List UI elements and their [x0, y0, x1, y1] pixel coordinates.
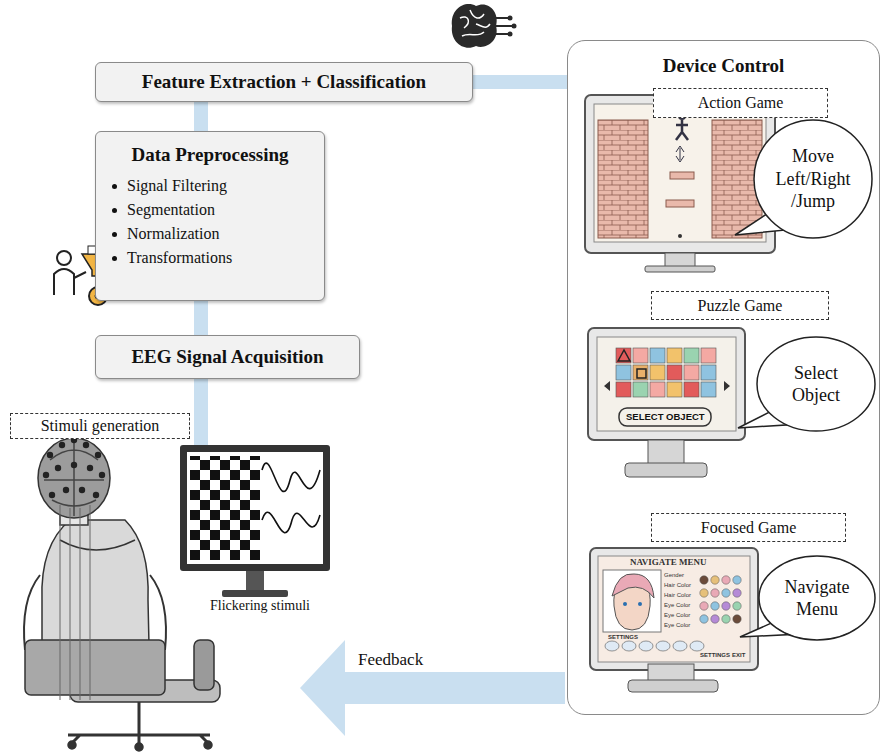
- bullet-dot: [112, 184, 117, 189]
- dashed-label-box: Focused Game: [651, 513, 846, 542]
- feedback-arrow: [300, 640, 565, 736]
- connector-bar: [194, 102, 208, 131]
- node-title: Device Control: [568, 55, 879, 77]
- node-title: Move Left/Right /Jump: [767, 145, 859, 213]
- bubble-outline: [756, 336, 876, 432]
- node-title: Feature Extraction + Classification: [142, 71, 426, 93]
- connector-bar: [194, 301, 208, 335]
- node-title: Stimuli generation: [41, 417, 160, 435]
- device-control-panel: Device ControlAction GameMove Left/Right…: [567, 40, 880, 715]
- speech-bubble: Move Left/Right /Jump: [753, 119, 873, 239]
- node-title: EEG Signal Acquisition: [131, 346, 323, 368]
- bullet-item: Signal Filtering: [108, 174, 227, 198]
- bullet-dot: [112, 232, 117, 237]
- dashed-label-box: Puzzle Game: [651, 291, 829, 320]
- node-title: Data Preprocessing: [131, 144, 288, 166]
- connector-bar: [473, 75, 567, 89]
- bullet-item: Segmentation: [108, 198, 215, 222]
- speech-bubble: Navigate Menu: [758, 555, 876, 641]
- dashed-label-box: Stimuli generation: [10, 413, 190, 439]
- node-title: Navigate Menu: [771, 576, 863, 621]
- node-title: Focused Game: [701, 519, 797, 537]
- person-in-chair: [24, 438, 220, 751]
- screen-text: SELECT OBJECT: [626, 411, 705, 422]
- screen-text: Hair Color: [664, 592, 691, 598]
- stimuli-monitor: [180, 445, 330, 597]
- signal-bar: [194, 378, 208, 446]
- node-title: Select Object: [770, 362, 862, 407]
- screen-text: Eye Color: [664, 622, 690, 628]
- process-box: Feature Extraction + Classification: [95, 62, 473, 102]
- focused-game-monitor: [590, 548, 758, 692]
- node-title: Puzzle Game: [698, 297, 783, 315]
- caption-label: Flickering stimuli: [210, 598, 310, 614]
- screen-text: NAVIGATE MENU: [630, 557, 706, 567]
- bubble-outline: [758, 555, 876, 641]
- screen-text: Gender: [664, 572, 684, 578]
- brain-icon: [452, 4, 517, 48]
- bullet-dot: [112, 208, 117, 213]
- screen-text: EXIT: [732, 652, 745, 658]
- node-title: Action Game: [698, 94, 784, 112]
- screen-text: SETTINGS: [700, 652, 730, 658]
- eeg-electrodes: [43, 437, 105, 498]
- screen-text: Hair Color: [664, 582, 691, 588]
- screen-text: Eye Color: [664, 612, 690, 618]
- dashed-label-box: Action Game: [653, 88, 828, 118]
- screen-text: SETTINGS: [608, 634, 638, 640]
- process-box: Data PreprocessingSignal FilteringSegmen…: [95, 131, 325, 301]
- speech-bubble: Select Object: [756, 336, 876, 432]
- bullet-item: Transformations: [108, 246, 232, 270]
- bullet-item: Normalization: [108, 222, 219, 246]
- puzzle-game-monitor: [588, 328, 745, 477]
- action-game-monitor: [585, 95, 775, 272]
- process-box: EEG Signal Acquisition: [95, 335, 360, 379]
- screen-text: Eye Color: [664, 602, 690, 608]
- bullet-dot: [112, 256, 117, 261]
- caption-label: Feedback: [358, 650, 423, 670]
